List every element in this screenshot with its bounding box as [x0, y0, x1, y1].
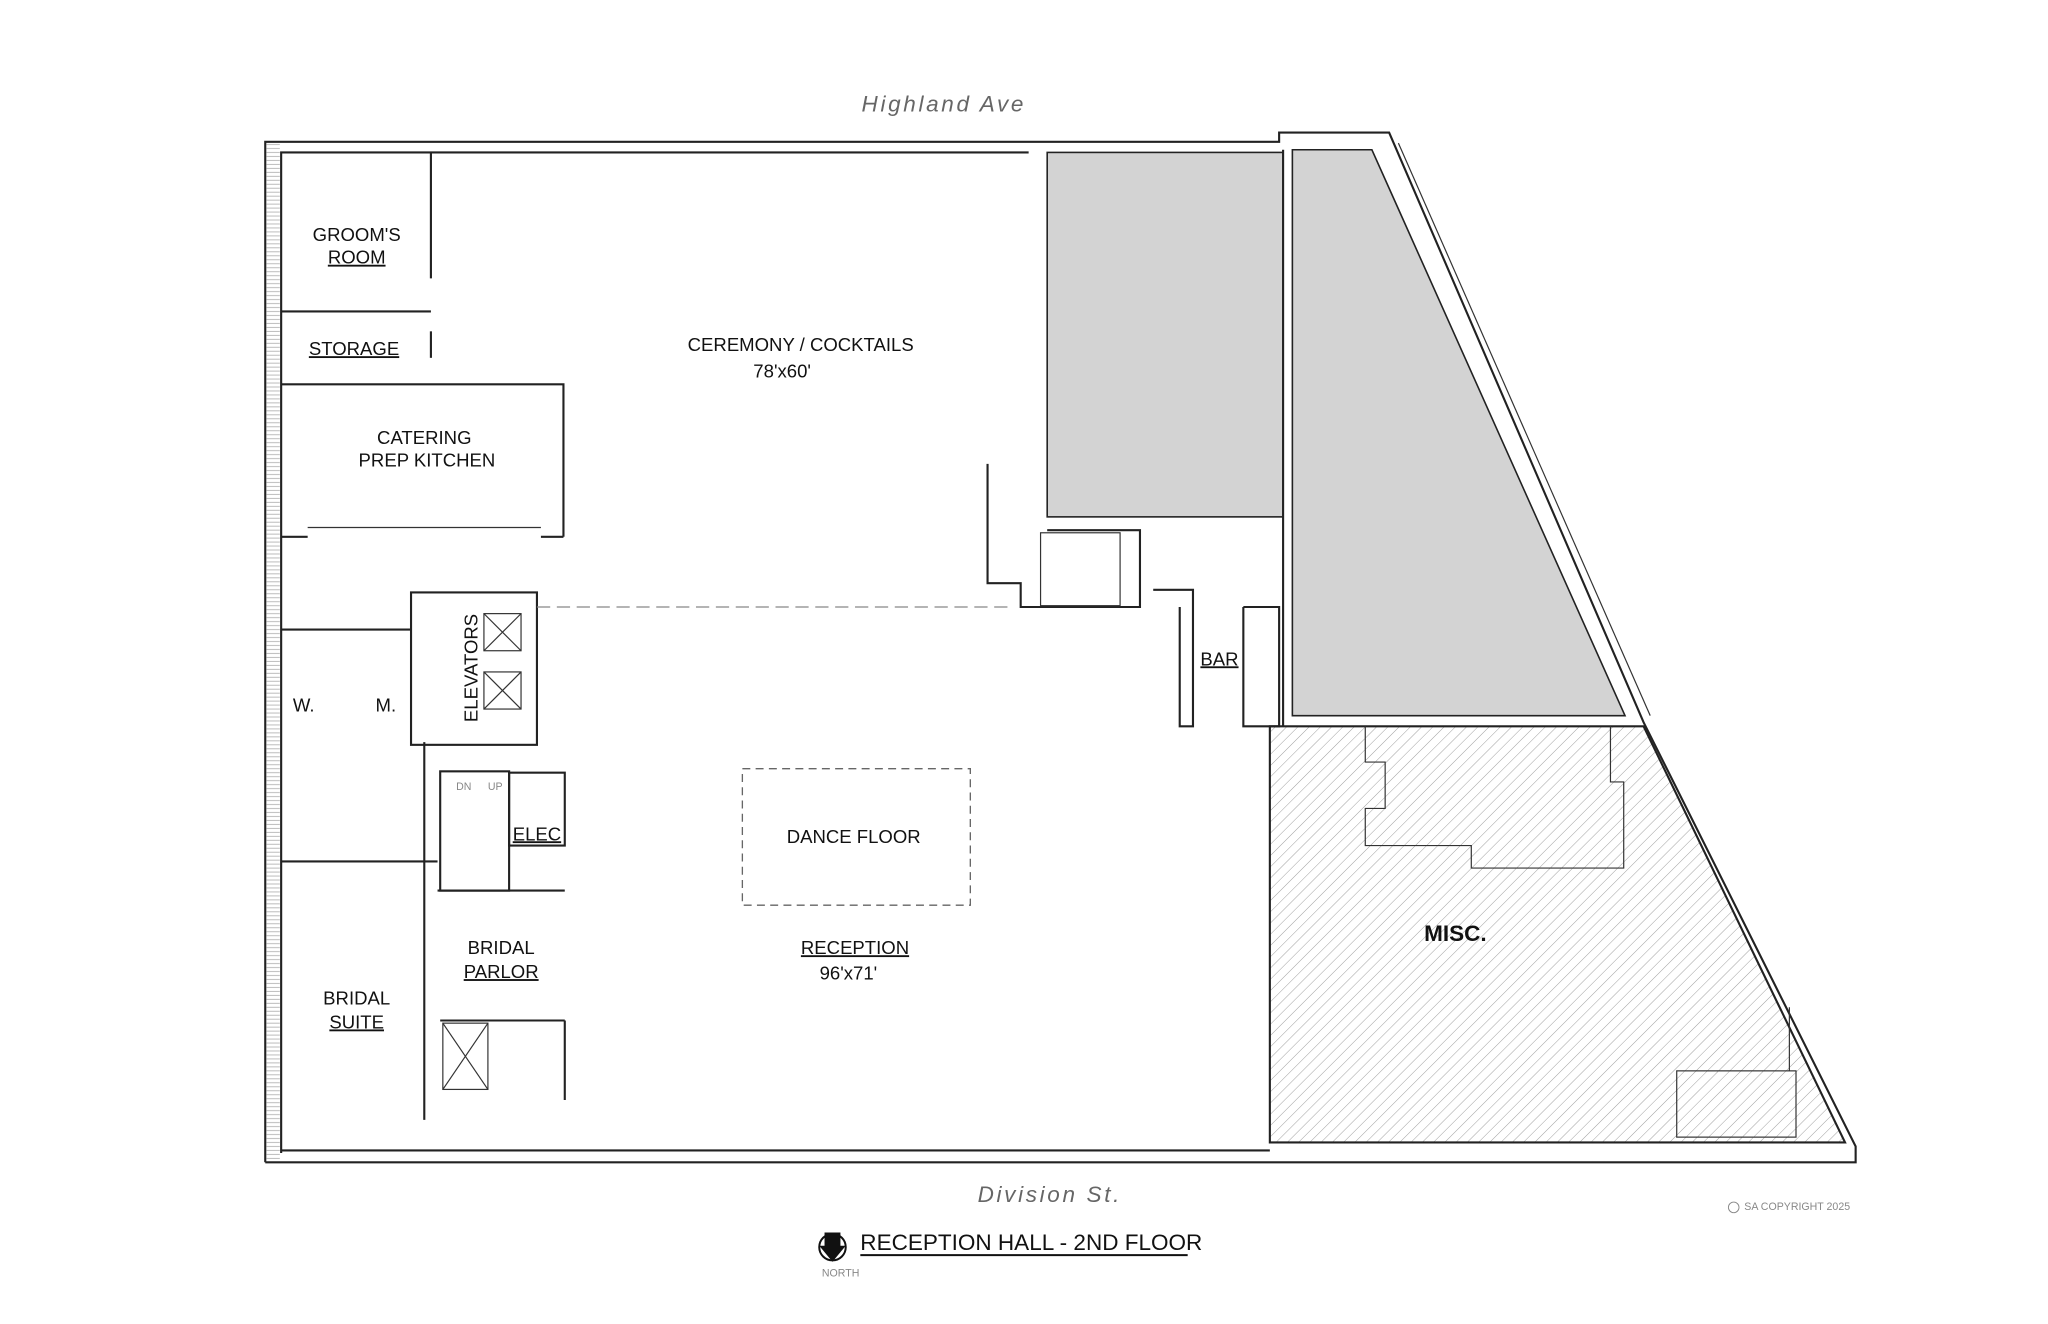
- mens-label: M.: [376, 695, 397, 716]
- bar-label: BAR: [1200, 648, 1238, 669]
- storage-label: STORAGE: [309, 338, 399, 359]
- reception-label: RECEPTION: [801, 937, 909, 958]
- interior-walls: [281, 149, 1797, 1138]
- dance-floor-label: DANCE FLOOR: [787, 826, 921, 847]
- stair-dn-label: DN: [456, 781, 471, 793]
- reception-size: 96'x71': [820, 962, 878, 983]
- ceremony-size: 78'x60': [753, 361, 811, 382]
- grooms-room-label-1: GROOM'S: [313, 224, 401, 245]
- misc-label: MISC.: [1424, 921, 1487, 946]
- bridal-parlor-label-2: PARLOR: [464, 961, 539, 982]
- shaded-area-north: [1046, 151, 1284, 518]
- elec-label: ELEC: [513, 823, 561, 844]
- grooms-room-label-2: ROOM: [328, 247, 386, 268]
- street-south: Division St.: [978, 1182, 1122, 1207]
- womens-label: W.: [293, 695, 315, 716]
- dance-floor: [741, 768, 971, 906]
- bridal-parlor-label-1: BRIDAL: [468, 937, 535, 958]
- shaded-area-east: [1291, 148, 1627, 717]
- catering-label-2: PREP KITCHEN: [359, 450, 496, 471]
- street-north: Highland Ave: [862, 91, 1027, 116]
- copyright-icon: [1727, 1201, 1740, 1214]
- ceremony-label: CEREMONY / COCKTAILS: [688, 334, 914, 355]
- plan-title: RECEPTION HALL - 2ND FLOOR: [860, 1230, 1202, 1255]
- stair-up-label: UP: [488, 781, 503, 793]
- copyright: SA COPYRIGHT 2025: [1744, 1201, 1850, 1213]
- outer-walls: [264, 131, 1857, 1164]
- north-label: NORTH: [822, 1267, 859, 1279]
- elevators-label: ELEVATORS: [460, 614, 481, 722]
- bridal-suite-label-2: SUITE: [329, 1011, 384, 1032]
- misc-area: [1268, 725, 1847, 1144]
- bridal-suite-label-1: BRIDAL: [323, 988, 390, 1009]
- north-arrow-icon: [818, 1232, 847, 1262]
- catering-label-1: CATERING: [377, 427, 471, 448]
